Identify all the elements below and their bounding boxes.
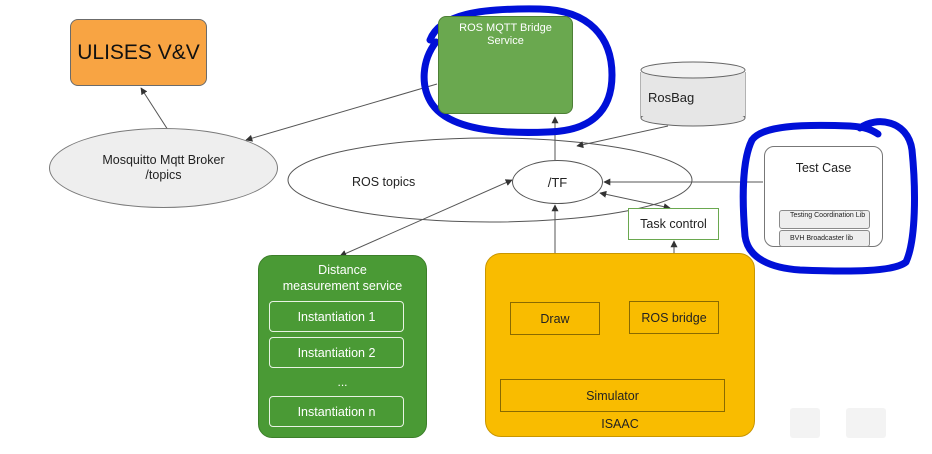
isaac-box: Draw ROS bridge Simulator ISAAC	[485, 253, 755, 437]
mqtt-broker-ellipse: Mosquitto Mqtt Broker /topics	[49, 128, 278, 208]
ros-bridge-box: ROS bridge	[629, 301, 719, 334]
arrow-bridge-to-broker	[245, 83, 438, 142]
arrow-tf-distance	[339, 179, 513, 257]
task-control-label: Task control	[640, 217, 707, 231]
ros-bridge-label: ROS bridge	[641, 310, 707, 325]
instantiation-2: Instantiation 2	[269, 337, 404, 368]
lib-bvh-broadcaster: BVH Broadcaster lib	[779, 230, 870, 247]
arrow-rosbag-to-tf	[576, 125, 669, 149]
simulator-box: Simulator	[500, 379, 725, 412]
draw-box: Draw	[510, 302, 600, 335]
isaac-label: ISAAC	[601, 417, 639, 431]
highlight-scribble-bridge	[420, 5, 616, 136]
watermark-block	[846, 408, 886, 438]
distance-title-line1: Distance	[318, 263, 367, 277]
highlight-scribble-testcase	[739, 118, 918, 275]
arrow-broker-to-ulises	[140, 87, 169, 131]
ulises-label: ULISES V&V	[77, 40, 200, 64]
broker-label-line2: /topics	[145, 168, 182, 182]
simulator-label: Simulator	[586, 388, 639, 403]
instantiation-1: Instantiation 1	[269, 301, 404, 332]
broker-label-line1: Mosquitto Mqtt Broker	[102, 153, 225, 167]
instantiation-ellipsis: ...	[337, 375, 348, 389]
bridge-label-line2: Service	[487, 35, 524, 47]
tf-label: /TF	[547, 174, 568, 190]
draw-label: Draw	[540, 311, 570, 326]
distance-service-title: Distance measurement service	[259, 262, 426, 294]
task-control-box: Task control	[628, 208, 719, 240]
distance-title-line2: measurement service	[282, 279, 403, 293]
arrow-tf-taskcontrol	[599, 190, 671, 211]
ros-mqtt-bridge-box: ROS MQTT Bridge Service	[438, 16, 573, 114]
distance-measurement-service-box: Distance measurement service Instantiati…	[258, 255, 427, 438]
test-case-title: Test Case	[795, 161, 852, 175]
rosbag-cylinder	[640, 61, 746, 127]
watermark-block	[790, 408, 820, 438]
ulises-box: ULISES V&V	[70, 19, 207, 86]
tf-ellipse: /TF	[512, 160, 603, 204]
rosbag-label: RosBag	[648, 90, 695, 105]
test-case-box: Test Case Testing Coordination Lib BVH B…	[764, 146, 883, 247]
ros-topics-label: ROS topics	[352, 175, 416, 189]
instantiation-n: Instantiation n	[269, 396, 404, 427]
bridge-label-line1: ROS MQTT Bridge	[459, 22, 552, 34]
lib-testing-coordination: Testing Coordination Lib	[779, 210, 870, 229]
